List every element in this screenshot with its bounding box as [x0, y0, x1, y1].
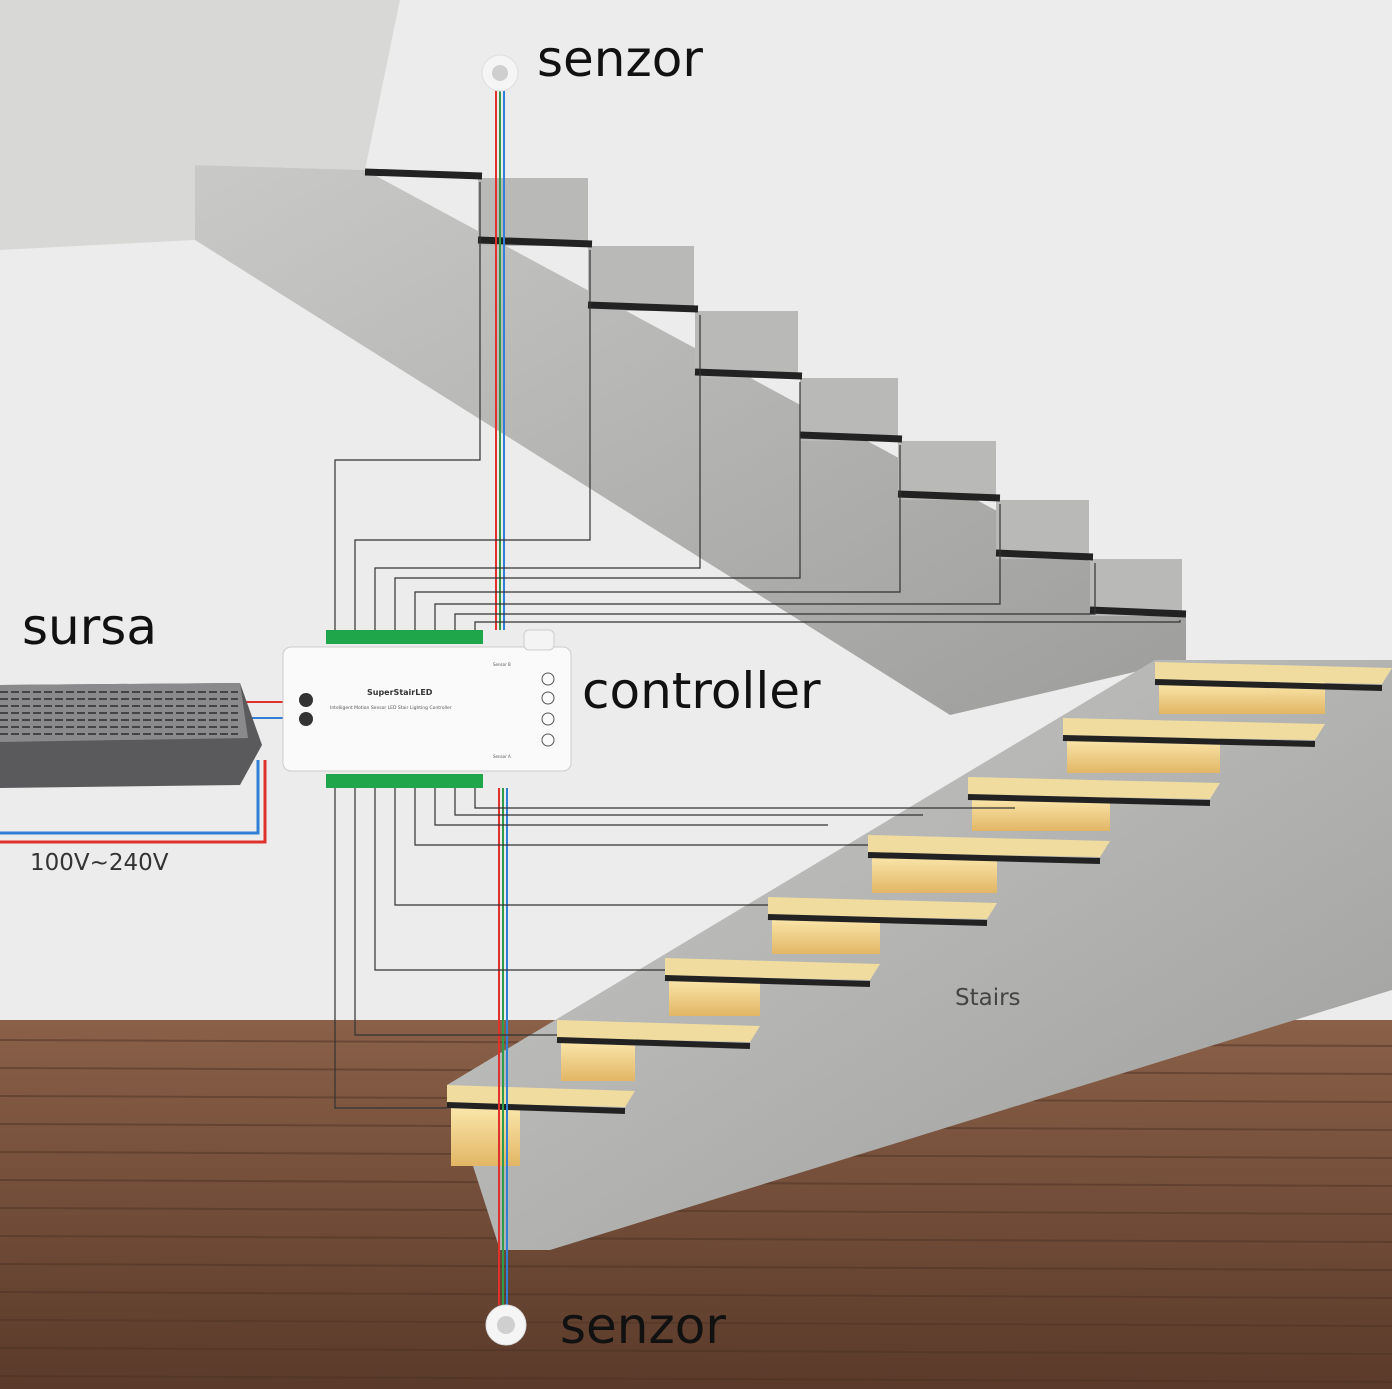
lower-step-tread [968, 777, 1220, 799]
lower-step-nosing [664, 975, 871, 987]
controller-subtitle: Intelligent Motion Sensor LED Stair Ligh… [330, 705, 452, 711]
lower-step-led-riser [451, 1105, 520, 1166]
mains-wire-neutral [0, 760, 260, 835]
lower-step-wire [374, 788, 665, 971]
controller-label: controller [582, 662, 821, 720]
upper-step-nosing [995, 549, 1094, 561]
upper-landing [0, 0, 400, 250]
sensor-top [481, 54, 519, 92]
upper-step-wire [454, 563, 1096, 630]
upper-step-nosing [799, 431, 903, 443]
mains-wire-live [0, 760, 267, 844]
upper-step-wire [394, 382, 801, 630]
lower-step-led-riser [561, 1040, 635, 1081]
power-supply [0, 683, 262, 788]
upper-step-wire [434, 504, 1001, 630]
upper-step-nosing [897, 490, 1001, 502]
power-supply-label: sursa [22, 598, 157, 656]
lower-stringer [447, 660, 1392, 1250]
lower-step-tread [868, 835, 1110, 857]
upper-step-riser [800, 378, 898, 441]
floor-plank-line [0, 1347, 1392, 1355]
upper-step-riser [1090, 559, 1182, 616]
lower-step-nosing [1062, 735, 1316, 747]
lower-step-wire [474, 788, 1015, 809]
upper-step-riser [695, 311, 798, 378]
sensor-b-port-label: Sensor B [493, 662, 511, 667]
sensor-bottom [485, 1304, 527, 1346]
controller-box: SuperStairLED Intelligent Motion Sensor … [282, 629, 572, 788]
floor-plank-line [0, 1291, 1392, 1299]
upper-step-riser [898, 441, 996, 500]
lower-step-nosing [1154, 679, 1383, 691]
lower-step-wire [414, 788, 868, 846]
upper-step-nosing [587, 301, 699, 313]
sensor-bottom-label: senzor [560, 1297, 726, 1355]
lower-step-led-riser [669, 978, 760, 1016]
upper-step-nosing [694, 368, 803, 380]
lower-step-nosing [556, 1037, 751, 1049]
floor-plank-line [0, 1235, 1392, 1243]
voltage-label: 100V~240V [30, 850, 169, 876]
upper-stringer [195, 165, 1186, 715]
floor-planks [0, 1039, 1392, 1383]
lower-step-tread [1063, 718, 1325, 740]
lower-step-nosing [767, 914, 988, 926]
lower-step-wire [394, 788, 768, 906]
lower-step-wire [334, 788, 447, 1109]
wiring [0, 90, 1181, 1305]
upper-step-riser [478, 178, 588, 246]
lower-step-nosing [446, 1102, 626, 1114]
floor-plank-line [0, 1263, 1392, 1271]
floor-plank-line [0, 1319, 1392, 1327]
upper-step-wire [474, 620, 1181, 630]
lower-step-tread [557, 1020, 760, 1042]
lower-step-tread [665, 958, 880, 980]
lower-step-tread [1155, 662, 1392, 684]
upper-step-wire [354, 250, 591, 630]
floor-plank-line [0, 1375, 1392, 1383]
upper-step-nosing [1089, 606, 1187, 618]
lower-step-wire [354, 788, 557, 1036]
sensor-a-port-label: Sensor A [493, 754, 511, 759]
lower-step-tread [447, 1085, 635, 1107]
upper-step-wire [374, 315, 701, 630]
lower-step-tread [768, 897, 997, 919]
lower-step-wire [454, 788, 923, 816]
upper-step-wire [334, 182, 481, 630]
lower-step-led-riser [772, 917, 880, 954]
upper-step-riser [996, 500, 1089, 559]
upper-step-wire [414, 445, 901, 630]
stairs-label: Stairs [955, 985, 1021, 1011]
lower-step-wire [434, 788, 828, 826]
upper-step-riser [588, 246, 694, 311]
controller-brand: SuperStairLED [367, 688, 433, 697]
upper-step-nosing [364, 168, 483, 180]
lower-step-nosing [867, 852, 1101, 864]
lower-step-led-riser [872, 855, 997, 893]
floor-plank-line [0, 1207, 1392, 1215]
lower-staircase [446, 660, 1392, 1250]
sensor-top-label: senzor [537, 30, 703, 88]
lower-step-nosing [967, 794, 1211, 806]
